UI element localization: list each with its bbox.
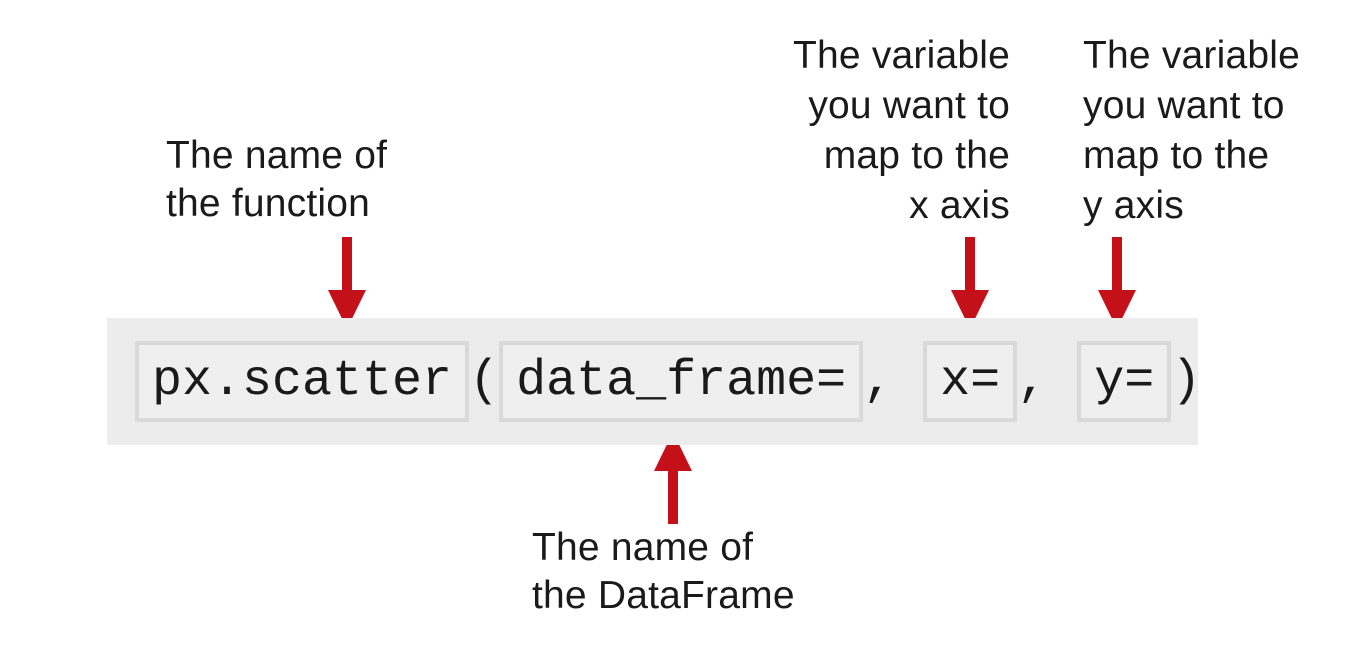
annotation-line: map to the	[1083, 134, 1270, 177]
annotation-line: The variable	[792, 34, 1010, 77]
annotation-line: the DataFrame	[532, 574, 795, 617]
x-axis-annotation: The variable you want to map to the x ax…	[768, 31, 1010, 231]
down-arrow-icon	[328, 237, 366, 329]
annotation-line: the function	[166, 182, 371, 225]
function-annotation: The name of the function	[166, 132, 387, 228]
annotation-line: The name of	[532, 526, 754, 569]
dataframe-param-box: data_frame=	[499, 341, 864, 422]
annotation-line: The variable	[1083, 34, 1301, 77]
annotation-line: you want to	[808, 84, 1010, 127]
x-param-box: x=	[923, 341, 1018, 422]
annotation-line: you want to	[1083, 84, 1285, 127]
up-arrow-icon	[654, 432, 692, 524]
down-arrow-icon	[1098, 237, 1136, 329]
code-line: px.scatter ( data_frame= , x= , y= )	[107, 318, 1202, 445]
separator: ,	[863, 353, 924, 410]
down-arrow-icon	[951, 237, 989, 329]
annotation-line: y axis	[1083, 184, 1184, 227]
dataframe-annotation: The name of the DataFrame	[532, 524, 795, 620]
annotation-line: map to the	[823, 134, 1010, 177]
separator: ,	[1017, 353, 1078, 410]
y-axis-annotation: The variable you want to map to the y ax…	[1083, 31, 1300, 231]
annotation-line: x axis	[909, 184, 1010, 227]
y-param-box: y=	[1077, 341, 1172, 422]
function-name-box: px.scatter	[135, 341, 470, 422]
annotation-line: The name of	[166, 134, 388, 177]
open-paren: (	[469, 353, 500, 410]
close-paren: )	[1171, 353, 1202, 410]
